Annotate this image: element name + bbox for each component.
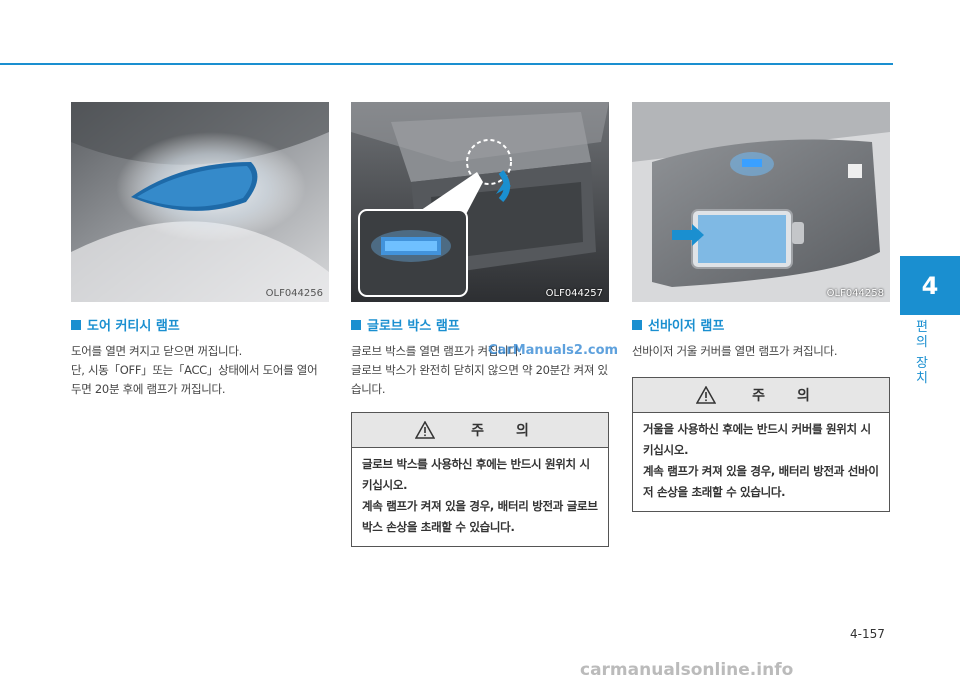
page-number: 4-157: [850, 627, 885, 641]
warning-triangle-icon: [696, 386, 717, 404]
caution-box-glove-box: 주 의 글로브 박스를 사용하신 후에는 반드시 원위치 시키십시오. 계속 램…: [351, 412, 609, 547]
figure-code: OLF044256: [265, 288, 323, 299]
section-door-courtesy-lamp: 도어 커티시 램프 도어를 열면 켜지고 닫으면 꺼집니다. 단, 시동「OFF…: [71, 315, 329, 399]
caution-box-sun-visor: 주 의 거울을 사용하신 후에는 반드시 커버를 원위치 시키십시오. 계속 램…: [632, 377, 890, 512]
paragraph: 단, 시동「OFF」또는「ACC」상태에서 도어를 열어 두면 20분 후에 램…: [71, 363, 318, 396]
chapter-number: 4: [921, 271, 939, 300]
section-glove-box-lamp: 글로브 박스 램프 글로브 박스를 열면 램프가 켜집니다. 글로브 박스가 완…: [351, 315, 609, 399]
paragraph: 선바이저 거울 커버를 열면 램프가 켜집니다.: [632, 344, 838, 358]
caution-line: 글로브 박스를 사용하신 후에는 반드시 원위치 시키십시오.: [362, 457, 590, 492]
caution-line: 거울을 사용하신 후에는 반드시 커버를 원위치 시키십시오.: [643, 422, 871, 457]
door-courtesy-lamp-image: OLF044256: [71, 102, 329, 302]
paragraph: 글로브 박스가 완전히 닫히지 않으면 약 20분간 켜져 있습니다.: [351, 363, 608, 396]
section-sun-visor-lamp: 선바이저 램프 선바이저 거울 커버를 열면 램프가 켜집니다.: [632, 315, 890, 361]
bullet-square-icon: [632, 319, 642, 330]
caution-header: 주 의: [633, 378, 889, 413]
paragraph: 글로브 박스를 열면 램프가 켜집니다.: [351, 344, 522, 358]
bullet-square-icon: [351, 319, 361, 330]
section-title: 선바이저 램프: [632, 315, 890, 334]
section-title: 글로브 박스 램프: [351, 315, 609, 334]
warning-triangle-icon: [415, 421, 436, 439]
header-rule: [0, 63, 893, 65]
watermark: carmanualsonline.info: [580, 660, 794, 680]
caution-header: 주 의: [352, 413, 608, 448]
watermark: CarManuals2.com: [488, 343, 619, 358]
section-title: 도어 커티시 램프: [71, 315, 329, 334]
chapter-label: 편 의 장 치: [916, 320, 928, 386]
caution-line: 계속 램프가 켜져 있을 경우, 배터리 방전과 글로브 박스 손상을 초래할 …: [362, 499, 598, 534]
figure-code: OLF044258: [826, 288, 884, 299]
glove-box-lamp-image: OLF044257: [351, 102, 609, 302]
sun-visor-lamp-image: OLF044258: [632, 102, 890, 302]
caution-line: 계속 램프가 켜져 있을 경우, 배터리 방전과 선바이저 손상을 초래할 수 …: [643, 464, 879, 499]
chapter-tab[interactable]: 4: [900, 256, 960, 315]
caution-body: 거울을 사용하신 후에는 반드시 커버를 원위치 시키십시오. 계속 램프가 켜…: [633, 413, 889, 511]
caution-body: 글로브 박스를 사용하신 후에는 반드시 원위치 시키십시오. 계속 램프가 켜…: [352, 448, 608, 546]
figure-code: OLF044257: [545, 288, 603, 299]
bullet-square-icon: [71, 319, 81, 330]
paragraph: 도어를 열면 켜지고 닫으면 꺼집니다.: [71, 344, 242, 358]
